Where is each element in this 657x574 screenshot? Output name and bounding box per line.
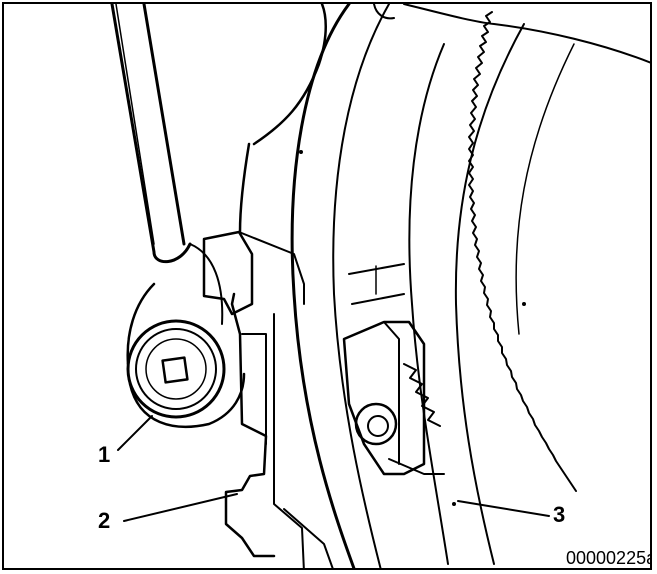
ring-gear-teeth <box>468 11 577 492</box>
callout-3: 3 <box>553 502 566 527</box>
leader-line-2 <box>123 493 238 522</box>
callout-2: 2 <box>98 508 111 533</box>
flywheel-rim-arc <box>408 43 449 565</box>
block-bolt <box>354 402 398 446</box>
drawing <box>110 4 650 568</box>
engaging-block <box>342 320 426 476</box>
flywheel-hub-arc <box>515 43 575 335</box>
top-housing-arc <box>403 4 650 64</box>
square-drive <box>161 356 189 384</box>
leader-line-3 <box>457 500 550 517</box>
housing-outer-arc <box>290 4 356 568</box>
leader-line-1 <box>117 415 153 451</box>
callout-1: 1 <box>98 442 111 467</box>
locking-tool-body <box>202 230 254 316</box>
figure-id: 00000225a <box>566 548 652 568</box>
flywheel-inner-arc <box>454 23 525 565</box>
illustration-frame: 1 2 3 00000225a <box>2 2 652 570</box>
wrench-arm <box>110 4 192 264</box>
wrench-ring-outer <box>126 319 226 419</box>
housing-inner-arc <box>332 4 390 568</box>
